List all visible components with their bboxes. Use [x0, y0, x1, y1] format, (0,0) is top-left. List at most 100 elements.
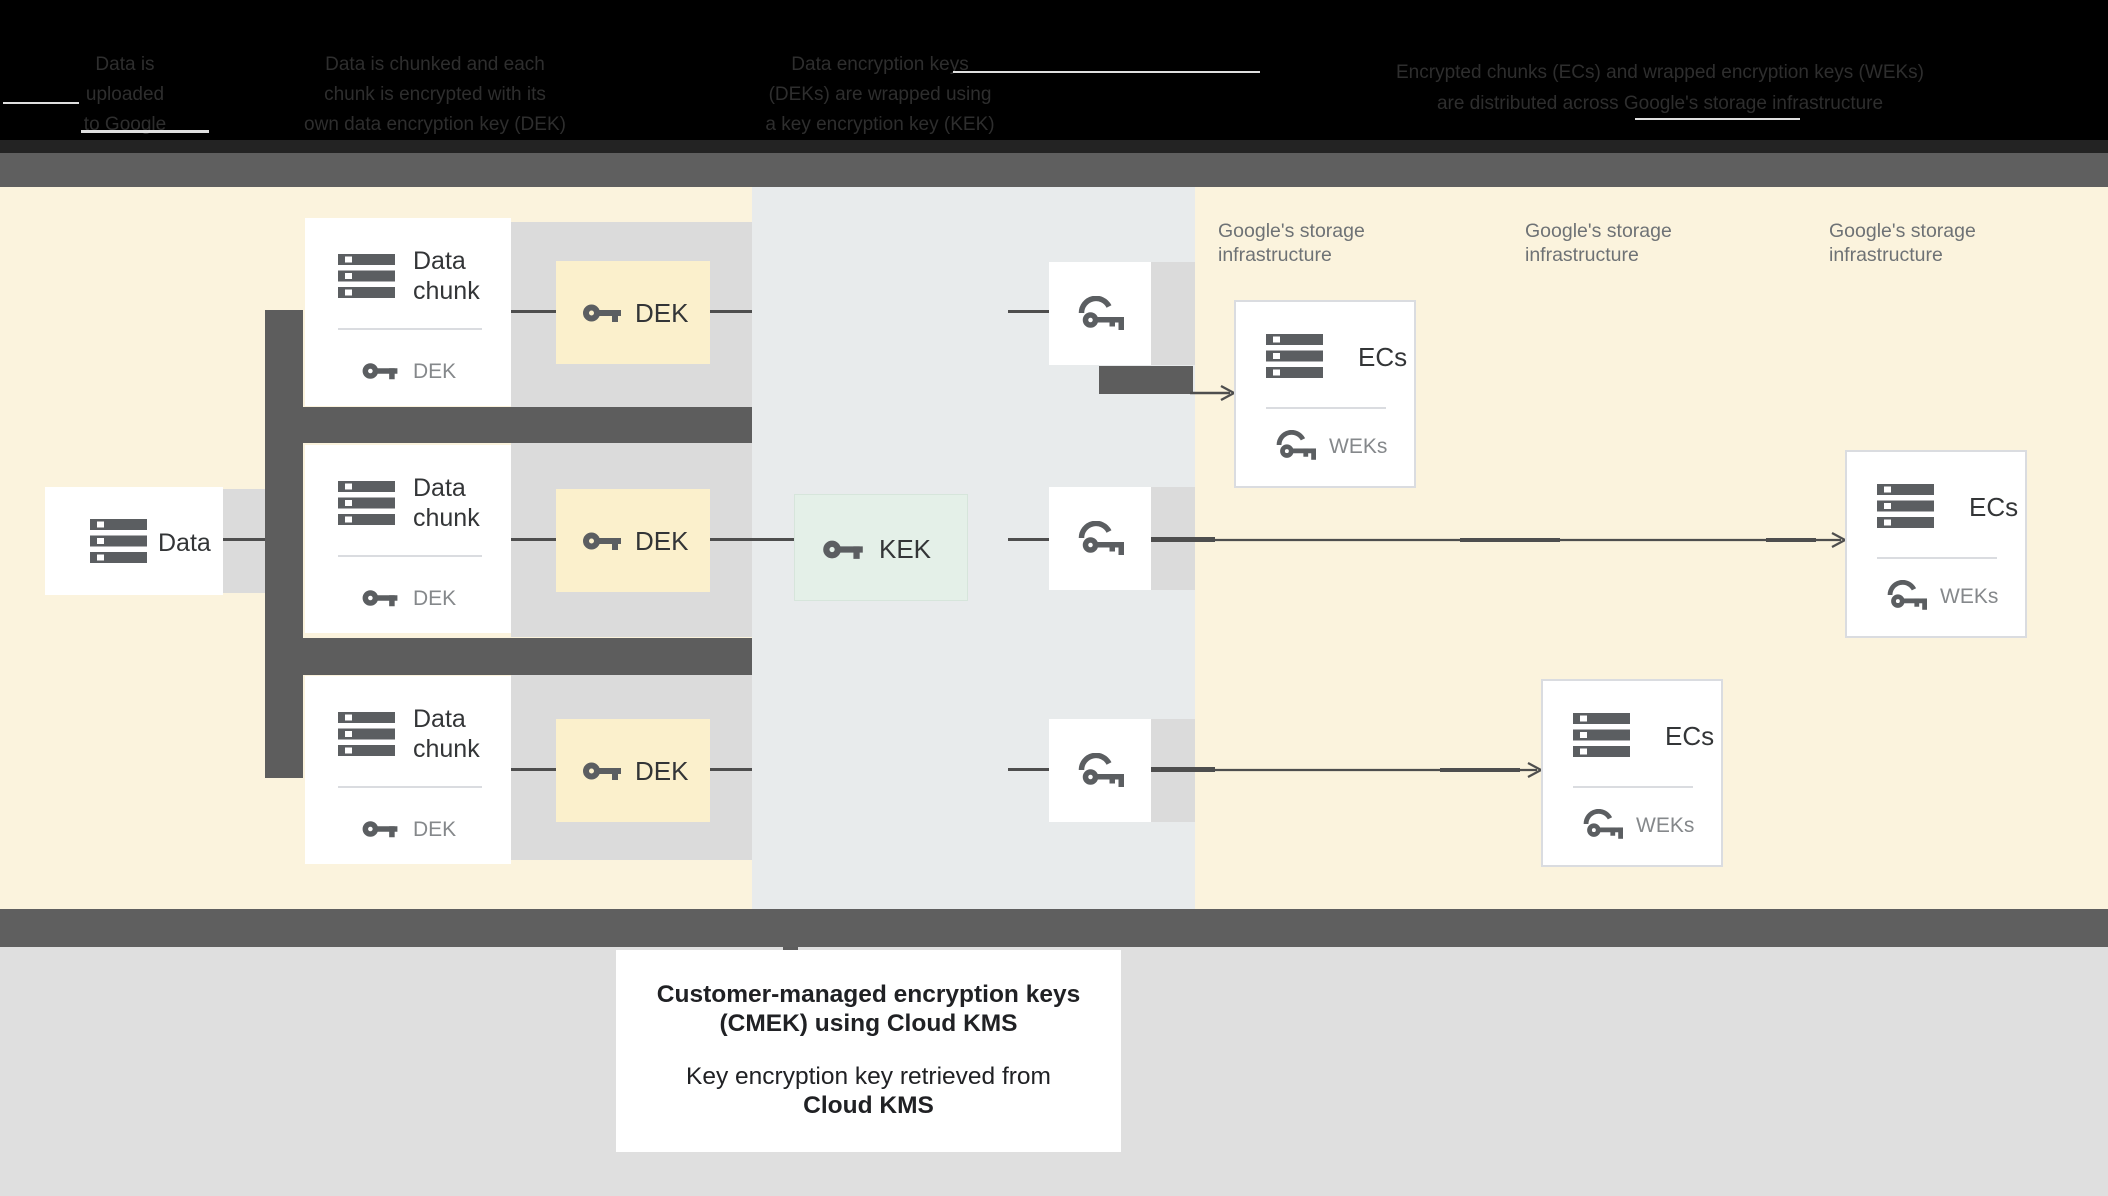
key-icon — [583, 301, 621, 325]
weks-label: WEKs — [1940, 585, 1999, 608]
connector-data-tree — [223, 538, 265, 541]
data-chunk-card-3: Data chunk DEK — [305, 676, 511, 864]
header-step-line: chunk is encrypted with its — [324, 84, 546, 105]
ecs-label: ECs — [1358, 342, 1408, 372]
wrapped-key-box-1 — [1049, 262, 1151, 365]
tree-connector-horizontal-2 — [265, 638, 752, 675]
connector-chunk2-dek2 — [511, 538, 556, 541]
dek-box-label: DEK — [635, 526, 689, 556]
data-row-band — [223, 489, 265, 593]
weks-key-icon — [1583, 809, 1623, 839]
chunk-dek-label: DEK — [413, 818, 457, 841]
chunk-label-line: chunk — [413, 504, 480, 532]
arrow-row2-thick-end — [1766, 538, 1816, 542]
storage-label-line: Google's storage — [1218, 220, 1365, 242]
chunk-label-line: chunk — [413, 735, 480, 763]
ecs-card-2: ECs WEKs — [1845, 450, 2027, 638]
ecs-label: ECs — [1969, 492, 2019, 522]
wrapped-key-icon — [1078, 521, 1124, 555]
header-step-line: to Google — [83, 114, 167, 135]
kek-label: KEK — [879, 534, 932, 564]
header-step-chunk: Data is chunked and each chunk is encryp… — [270, 50, 600, 140]
header-step-line: Data is — [95, 54, 155, 75]
header-underline — [953, 71, 1260, 73]
storage-infrastructure-label: Google's storage infrastructure — [1829, 219, 1976, 267]
connector-into-keybox1 — [1008, 310, 1049, 313]
chunk-label-line: Data — [413, 247, 466, 275]
ecs-card-1: ECs WEKs — [1234, 300, 1416, 488]
storage-infrastructure-label: Google's storage infrastructure — [1218, 219, 1365, 267]
connector-chunk3-dek3 — [511, 768, 556, 771]
header-underline — [3, 102, 79, 104]
header-step-line: Encrypted chunks (ECs) and wrapped encry… — [1396, 62, 1924, 83]
thick-connector-row1 — [1099, 366, 1193, 394]
chunk-label-line: Data — [413, 705, 466, 733]
connector-dek1-out — [710, 310, 752, 313]
ecs-server-icon — [1877, 484, 1934, 528]
chunk-server-icon — [338, 712, 395, 756]
header-band — [0, 0, 2108, 154]
arrow-row3-thick-mid — [1440, 768, 1520, 772]
chunk-label: Data chunk — [413, 246, 480, 306]
weks-label: WEKs — [1329, 435, 1388, 458]
header-strip — [0, 140, 2108, 154]
header-step-line: (DEKs) are wrapped using — [768, 84, 992, 105]
dek-key-icon — [362, 818, 398, 840]
caption-title-line2: (CMEK) using Cloud KMS — [719, 1010, 1018, 1037]
storage-label-line: infrastructure — [1218, 244, 1332, 266]
card-divider — [1573, 786, 1693, 788]
wrapped-key-box-3 — [1049, 719, 1151, 822]
card-divider — [338, 555, 482, 557]
kek-box: KEK — [794, 494, 968, 601]
weks-label: WEKs — [1636, 814, 1695, 837]
dek-key-icon — [362, 587, 398, 609]
ecs-card-3: ECs WEKs — [1541, 679, 1723, 867]
dek-box-1: DEK — [556, 261, 710, 364]
chunk-label-line: Data — [413, 474, 466, 502]
storage-label-line: Google's storage — [1829, 220, 1976, 242]
connector-kek-keybox2 — [1008, 538, 1049, 541]
connector-chunk1-dek1 — [511, 310, 556, 313]
ecs-server-icon — [1266, 334, 1323, 378]
chunk-server-icon — [338, 481, 395, 525]
header-step-wrap: Data encryption keys (DEKs) are wrapped … — [715, 50, 1045, 140]
card-divider — [1266, 407, 1386, 409]
data-chunk-card-2: Data chunk DEK — [305, 445, 511, 633]
key-icon — [583, 759, 621, 783]
header-step-upload: Data is uploaded to Google — [0, 50, 250, 140]
header-step-line: Data is chunked and each — [325, 54, 545, 75]
card-divider — [338, 786, 482, 788]
tree-connector-horizontal-1 — [265, 407, 752, 443]
keybox-band-1 — [1151, 262, 1195, 365]
dek-key-icon — [362, 360, 398, 382]
connector-dek2-kek — [710, 538, 794, 541]
ecs-server-icon — [1573, 713, 1630, 757]
storage-infrastructure-label: Google's storage infrastructure — [1525, 219, 1672, 267]
chunk-label: Data chunk — [413, 704, 480, 764]
dek-box-3: DEK — [556, 719, 710, 822]
kek-key-icon — [823, 537, 863, 562]
wrapped-key-box-2 — [1049, 487, 1151, 590]
data-chunk-card-1: Data chunk DEK — [305, 218, 511, 406]
arrow-row2-thick-start — [1151, 537, 1215, 542]
connector-dek3-out — [710, 768, 752, 771]
dek-box-2: DEK — [556, 489, 710, 592]
header-step-line: own data encryption key (DEK) — [304, 114, 566, 135]
bottom-divider-bar — [0, 909, 2108, 947]
header-step-line: uploaded — [85, 84, 165, 105]
chunk-label-line: chunk — [413, 277, 480, 305]
key-icon — [583, 529, 621, 553]
weks-key-icon — [1887, 580, 1927, 610]
arrow-row2-thick-mid — [1460, 538, 1560, 542]
weks-key-icon — [1276, 430, 1316, 460]
arrow-row3-thick-start — [1151, 767, 1215, 772]
chunk-dek-label: DEK — [413, 587, 457, 610]
chunk-label: Data chunk — [413, 473, 480, 533]
dek-box-label: DEK — [635, 756, 689, 786]
card-divider — [1877, 557, 1997, 559]
card-divider — [338, 328, 482, 330]
header-step-distribute: Encrypted chunks (ECs) and wrapped encry… — [1290, 57, 2030, 119]
storage-label-line: Google's storage — [1525, 220, 1672, 242]
header-step-line: are distributed across Google's storage … — [1436, 93, 1884, 114]
